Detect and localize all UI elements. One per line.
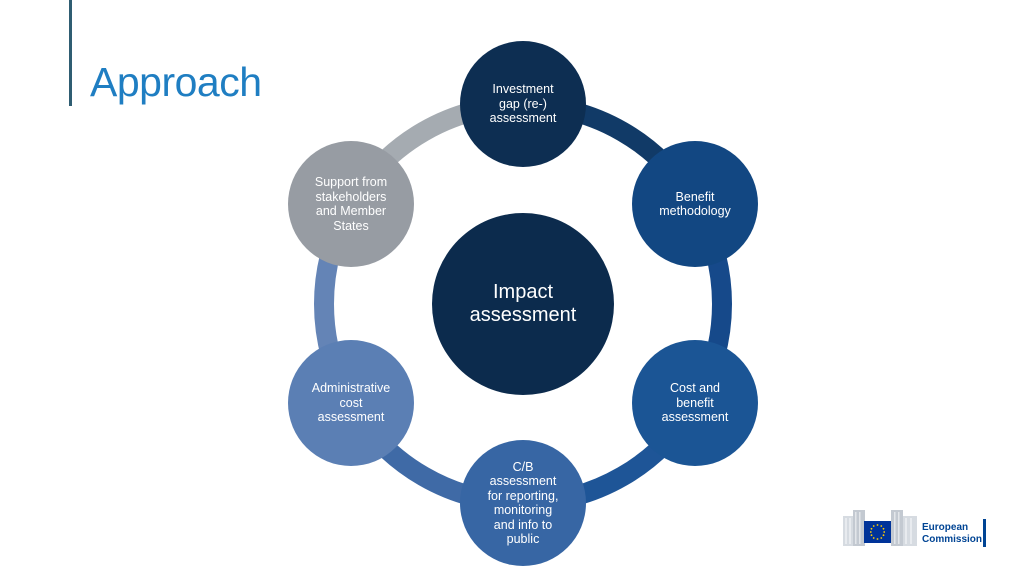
node-label: Support from stakeholders and Member Sta… [314, 175, 388, 233]
page-title: Approach [90, 59, 262, 105]
commission-building-icon [843, 510, 917, 546]
node-investment-gap: Investment gap (re-) assessment [460, 41, 586, 167]
node-label: Administrative cost assessment [311, 381, 391, 425]
logo-wordmark: European Commission [922, 522, 983, 545]
center-node-impact-assessment: Impact assessment [432, 213, 614, 395]
eu-stars-icon [869, 524, 886, 540]
center-node-label: Impact assessment [469, 281, 577, 326]
title-accent-bar [69, 0, 72, 106]
node-administrative-cost: Administrative cost assessment [288, 340, 414, 466]
node-support-stakeholders: Support from stakeholders and Member Sta… [288, 141, 414, 267]
european-commission-logo [843, 510, 917, 546]
node-label: C/B assessment for reporting, monitoring… [487, 459, 559, 547]
logo-divider [983, 519, 986, 547]
node-label: Cost and benefit assessment [661, 381, 729, 425]
node-cb-reporting: C/B assessment for reporting, monitoring… [460, 440, 586, 566]
node-benefit-methodology: Benefit methodology [632, 141, 758, 267]
node-cost-benefit: Cost and benefit assessment [632, 340, 758, 466]
node-label: Investment gap (re-) assessment [489, 82, 557, 126]
eu-flag-icon [864, 521, 891, 543]
node-label: Benefit methodology [659, 189, 731, 219]
